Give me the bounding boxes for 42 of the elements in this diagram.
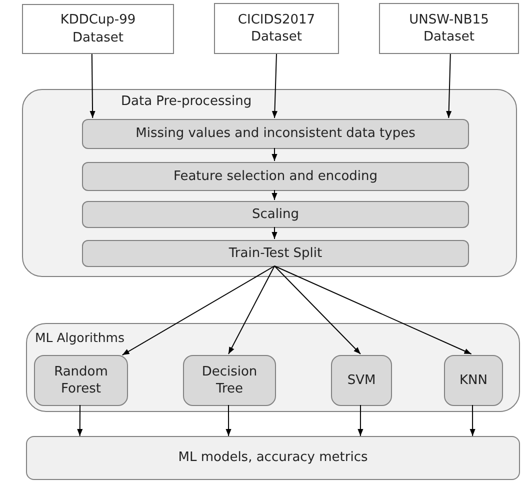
dataset-box bbox=[214, 3, 339, 54]
box-label: CICIDS2017 Dataset bbox=[236, 10, 316, 46]
box-label: UNSW-NB15 Dataset bbox=[408, 10, 490, 46]
stage-panel bbox=[22, 89, 517, 277]
box-label: Missing values and inconsistent data types bbox=[134, 125, 416, 143]
arrow bbox=[274, 266, 472, 354]
arrow bbox=[470, 404, 476, 436]
arrow bbox=[446, 54, 452, 118]
arrow bbox=[272, 54, 278, 118]
arrow bbox=[90, 54, 96, 118]
arrow bbox=[228, 266, 275, 354]
algorithm-box bbox=[444, 355, 503, 406]
box-label: Train-Test Split bbox=[228, 244, 324, 262]
arrow bbox=[77, 404, 83, 436]
box-label: Decision Tree bbox=[200, 362, 258, 398]
process-box bbox=[82, 162, 469, 191]
arrow bbox=[358, 404, 364, 436]
box-label: SVM bbox=[346, 372, 377, 390]
box-label: KNN bbox=[458, 372, 488, 390]
algorithm-box bbox=[331, 355, 392, 406]
arrow bbox=[274, 266, 361, 354]
box-label: Feature selection and encoding bbox=[172, 168, 379, 186]
box-label: KDDCup-99 Dataset bbox=[59, 11, 137, 47]
stage-panel bbox=[26, 323, 520, 412]
arrow bbox=[272, 226, 278, 240]
dataset-box bbox=[22, 4, 174, 54]
output-box bbox=[26, 436, 520, 480]
arrow bbox=[226, 404, 232, 436]
panel-heading: ML Algorithms bbox=[35, 330, 124, 345]
dataset-box bbox=[379, 3, 519, 54]
panel-heading: Data Pre-processing bbox=[121, 94, 252, 109]
process-box bbox=[82, 119, 469, 149]
box-label: Random Forest bbox=[53, 362, 109, 398]
arrow bbox=[272, 148, 278, 162]
process-box bbox=[82, 201, 469, 228]
algorithm-box bbox=[183, 355, 276, 406]
arrow bbox=[122, 266, 275, 356]
box-label: ML models, accuracy metrics bbox=[177, 449, 369, 467]
box-label: Scaling bbox=[250, 206, 300, 224]
arrow bbox=[272, 190, 278, 200]
process-box bbox=[82, 240, 469, 267]
algorithm-box bbox=[34, 355, 128, 406]
